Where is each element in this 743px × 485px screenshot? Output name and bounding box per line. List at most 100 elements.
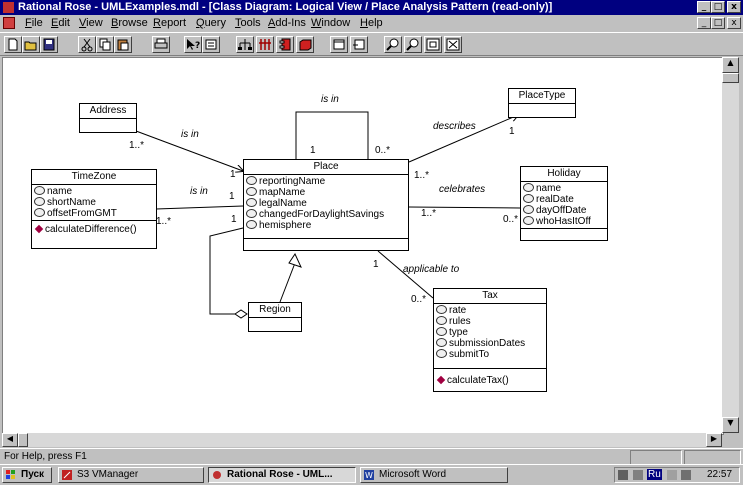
attribute: offsetFromGMT (34, 208, 154, 219)
start-button[interactable]: Пуск (2, 467, 52, 483)
paste-icon[interactable] (114, 36, 132, 53)
class-place[interactable]: Place reportingName mapName legalName ch… (243, 159, 409, 251)
menu-add-ins[interactable]: Add-Ins (268, 17, 306, 29)
class-address[interactable]: Address (79, 103, 137, 133)
s3-vmanager-icon (62, 470, 72, 480)
browse-interaction-icon[interactable] (256, 36, 274, 53)
attribute-compartment (509, 104, 575, 112)
class-timezone[interactable]: TimeZone name shortName offsetFromGMT ca… (31, 169, 157, 249)
class-region[interactable]: Region (248, 302, 302, 332)
label-is-in-self: is in (321, 94, 339, 105)
menu-window[interactable]: Window (311, 17, 351, 29)
rational-rose-app-icon[interactable] (3, 2, 14, 13)
print-icon[interactable] (152, 36, 170, 53)
browse-deployment-icon[interactable] (296, 36, 314, 53)
scroll-down-icon[interactable]: ▼ (722, 417, 739, 433)
doc-minimize-button[interactable]: _ (697, 17, 711, 29)
attribute-icon (523, 205, 534, 214)
tray-app-icon[interactable] (633, 470, 643, 480)
speaker-icon[interactable] (618, 470, 628, 480)
undo-fit-icon[interactable] (444, 36, 462, 53)
describes-line (408, 115, 518, 163)
attribute-icon (436, 327, 447, 336)
tray-app-icon[interactable] (681, 470, 691, 480)
attribute-icon (34, 197, 45, 206)
scroll-right-icon[interactable]: ▶ (706, 433, 722, 447)
operation-compartment (244, 239, 408, 247)
copy-icon[interactable] (96, 36, 114, 53)
class-holiday[interactable]: Holiday name realDate dayOffDate whoHasI… (520, 166, 608, 241)
title-bar[interactable]: Rational Rose - UMLExamples.mdl - [Class… (0, 0, 743, 15)
start-label: Пуск (21, 469, 45, 480)
toolbar: ? (0, 32, 743, 56)
class-name: Holiday (521, 167, 607, 182)
attribute-icon (34, 186, 45, 195)
menu-query[interactable]: Query (196, 17, 226, 29)
task-s3-vmanager[interactable]: S3 VManager (58, 467, 204, 483)
attribute: rules (436, 316, 544, 327)
attribute-icon (523, 183, 534, 192)
view-doc-icon[interactable] (202, 36, 220, 53)
maximize-button[interactable]: □ (711, 1, 725, 13)
document-icon[interactable] (3, 17, 15, 29)
task-microsoft-word[interactable]: W Microsoft Word (360, 467, 508, 483)
attribute: realDate (523, 194, 605, 205)
doc-close-button[interactable]: x (727, 17, 741, 29)
open-icon[interactable] (22, 36, 40, 53)
operation-compartment (521, 229, 607, 235)
attribute: submissionDates (436, 338, 544, 349)
multiplicity: 1 (509, 126, 515, 137)
attribute: name (34, 186, 154, 197)
minimize-button[interactable]: _ (697, 1, 711, 13)
attribute-icon (436, 349, 447, 358)
multiplicity: 0..* (503, 214, 519, 225)
horizontal-scrollbar[interactable]: ◀ ▶ (2, 433, 722, 447)
browse-previous-icon[interactable] (350, 36, 368, 53)
menu-view[interactable]: View (79, 17, 103, 29)
menu-report[interactable]: Report (153, 17, 187, 29)
class-placetype[interactable]: PlaceType (508, 88, 576, 118)
class-name: Place (244, 160, 408, 175)
class-name: PlaceType (509, 89, 575, 104)
menu-file[interactable]: File (25, 17, 43, 29)
class-tax[interactable]: Tax rate rules type submissionDates subm… (433, 288, 547, 392)
attribute: shortName (34, 197, 154, 208)
doc-restore-button[interactable]: □ (711, 17, 725, 29)
language-indicator[interactable]: Ru (647, 469, 662, 480)
vertical-scrollbar[interactable]: ▲ ▼ (722, 57, 739, 433)
multiplicity: 1..* (421, 208, 437, 219)
browse-parent-icon[interactable] (330, 36, 348, 53)
rational-rose-icon (213, 471, 221, 479)
multiplicity: 1 (231, 214, 237, 225)
vertical-scroll-thumb[interactable] (722, 73, 739, 83)
new-icon[interactable] (4, 36, 22, 53)
scroll-up-icon[interactable]: ▲ (722, 57, 739, 73)
menu-tools[interactable]: Tools (235, 17, 261, 29)
save-icon[interactable] (40, 36, 58, 53)
attribute-icon (523, 194, 534, 203)
browse-class-icon[interactable] (236, 36, 254, 53)
status-panel (630, 450, 682, 465)
zoom-in-icon[interactable] (384, 36, 402, 53)
zoom-out-icon[interactable] (404, 36, 422, 53)
attribute-icon (523, 216, 534, 225)
horizontal-scroll-thumb[interactable] (18, 433, 28, 447)
context-help-icon[interactable]: ? (184, 36, 202, 53)
cut-icon[interactable] (78, 36, 96, 53)
attribute: name (523, 183, 605, 194)
fit-window-icon[interactable] (424, 36, 442, 53)
browse-component-icon[interactable] (276, 36, 294, 53)
attribute: whoHasItOff (523, 216, 605, 227)
menu-help[interactable]: Help (360, 17, 383, 29)
multiplicity: 0..* (375, 145, 391, 156)
scroll-left-icon[interactable]: ◀ (2, 433, 18, 447)
operation-compartment: calculateTax() (434, 369, 546, 387)
menu-edit[interactable]: Edit (51, 17, 70, 29)
class-diagram-canvas[interactable]: Address TimeZone name shortName offsetFr… (2, 57, 724, 435)
status-panel (684, 450, 741, 465)
attribute: hemisphere (246, 220, 406, 231)
menu-browse[interactable]: Browse (111, 17, 148, 29)
close-button[interactable]: x (727, 1, 741, 13)
tray-app-icon[interactable] (667, 470, 677, 480)
task-rational-rose[interactable]: Rational Rose - UML... (208, 467, 356, 483)
